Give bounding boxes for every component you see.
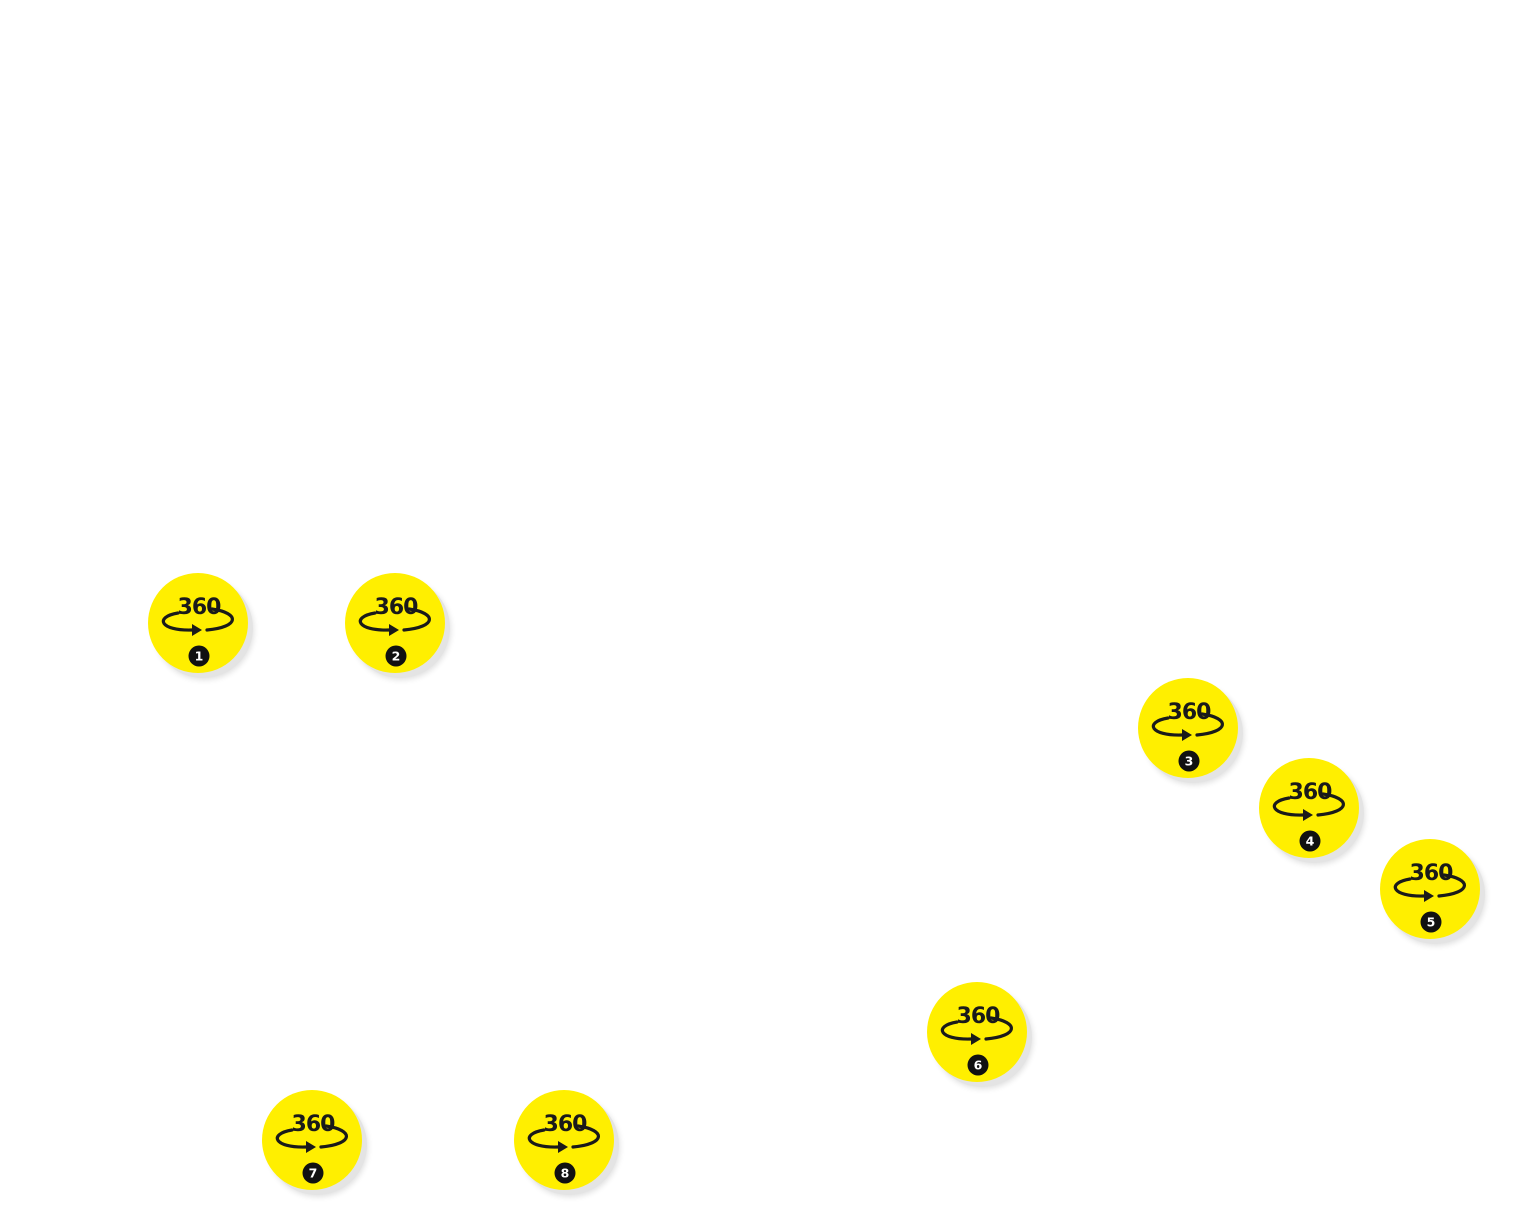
rotate-360-icon: 360 4: [1272, 780, 1345, 852]
hotspot-number-badge: [302, 1162, 324, 1184]
hotspot-label: 360: [375, 595, 419, 620]
hotspot-360-5[interactable]: 360 5: [1380, 839, 1480, 939]
rotate-360-icon: 360 2: [358, 595, 431, 667]
hotspot-360-7[interactable]: 360 7: [262, 1090, 362, 1190]
rotate-360-icon: 360 5: [1393, 861, 1466, 933]
hotspot-number-badge: [1299, 830, 1321, 852]
hotspot-label: 360: [1289, 780, 1333, 805]
hotspot-label: 360: [1168, 700, 1212, 725]
hotspot-number-badge: [1178, 750, 1200, 772]
hotspot-number: 8: [561, 1166, 570, 1181]
hotspot-number-badge: [967, 1054, 989, 1076]
hotspot-number-badge: [385, 645, 407, 667]
hotspot-label: 360: [178, 595, 222, 620]
hotspot-360-4[interactable]: 360 4: [1259, 758, 1359, 858]
hotspot-360-8[interactable]: 360 8: [514, 1090, 614, 1190]
hotspot-label: 360: [957, 1004, 1001, 1029]
hotspot-label: 360: [292, 1112, 336, 1137]
hotspot-number: 6: [974, 1058, 983, 1073]
hotspot-label: 360: [1410, 861, 1454, 886]
hotspot-360-2[interactable]: 360 2: [345, 573, 445, 673]
hotspot-360-1[interactable]: 360 1: [148, 573, 248, 673]
rotate-360-icon: 360 7: [275, 1112, 348, 1184]
hotspot-360-6[interactable]: 360 6: [927, 982, 1027, 1082]
hotspot-number: 2: [392, 649, 401, 664]
rotate-360-icon: 360 6: [940, 1004, 1013, 1076]
hotspot-number: 4: [1306, 834, 1315, 849]
rotate-360-icon: 360 8: [527, 1112, 600, 1184]
hotspot-number: 7: [309, 1166, 318, 1181]
hotspot-360-3[interactable]: 360 3: [1138, 678, 1238, 778]
hotspot-number-badge: [1420, 911, 1442, 933]
hotspot-number: 5: [1427, 915, 1436, 930]
hotspot-number: 1: [195, 649, 204, 664]
rotate-360-icon: 360 1: [161, 595, 234, 667]
hotspot-number-badge: [554, 1162, 576, 1184]
hotspot-label: 360: [544, 1112, 588, 1137]
hotspot-number-badge: [188, 645, 210, 667]
hotspot-number: 3: [1185, 754, 1194, 769]
rotate-360-icon: 360 3: [1151, 700, 1224, 772]
